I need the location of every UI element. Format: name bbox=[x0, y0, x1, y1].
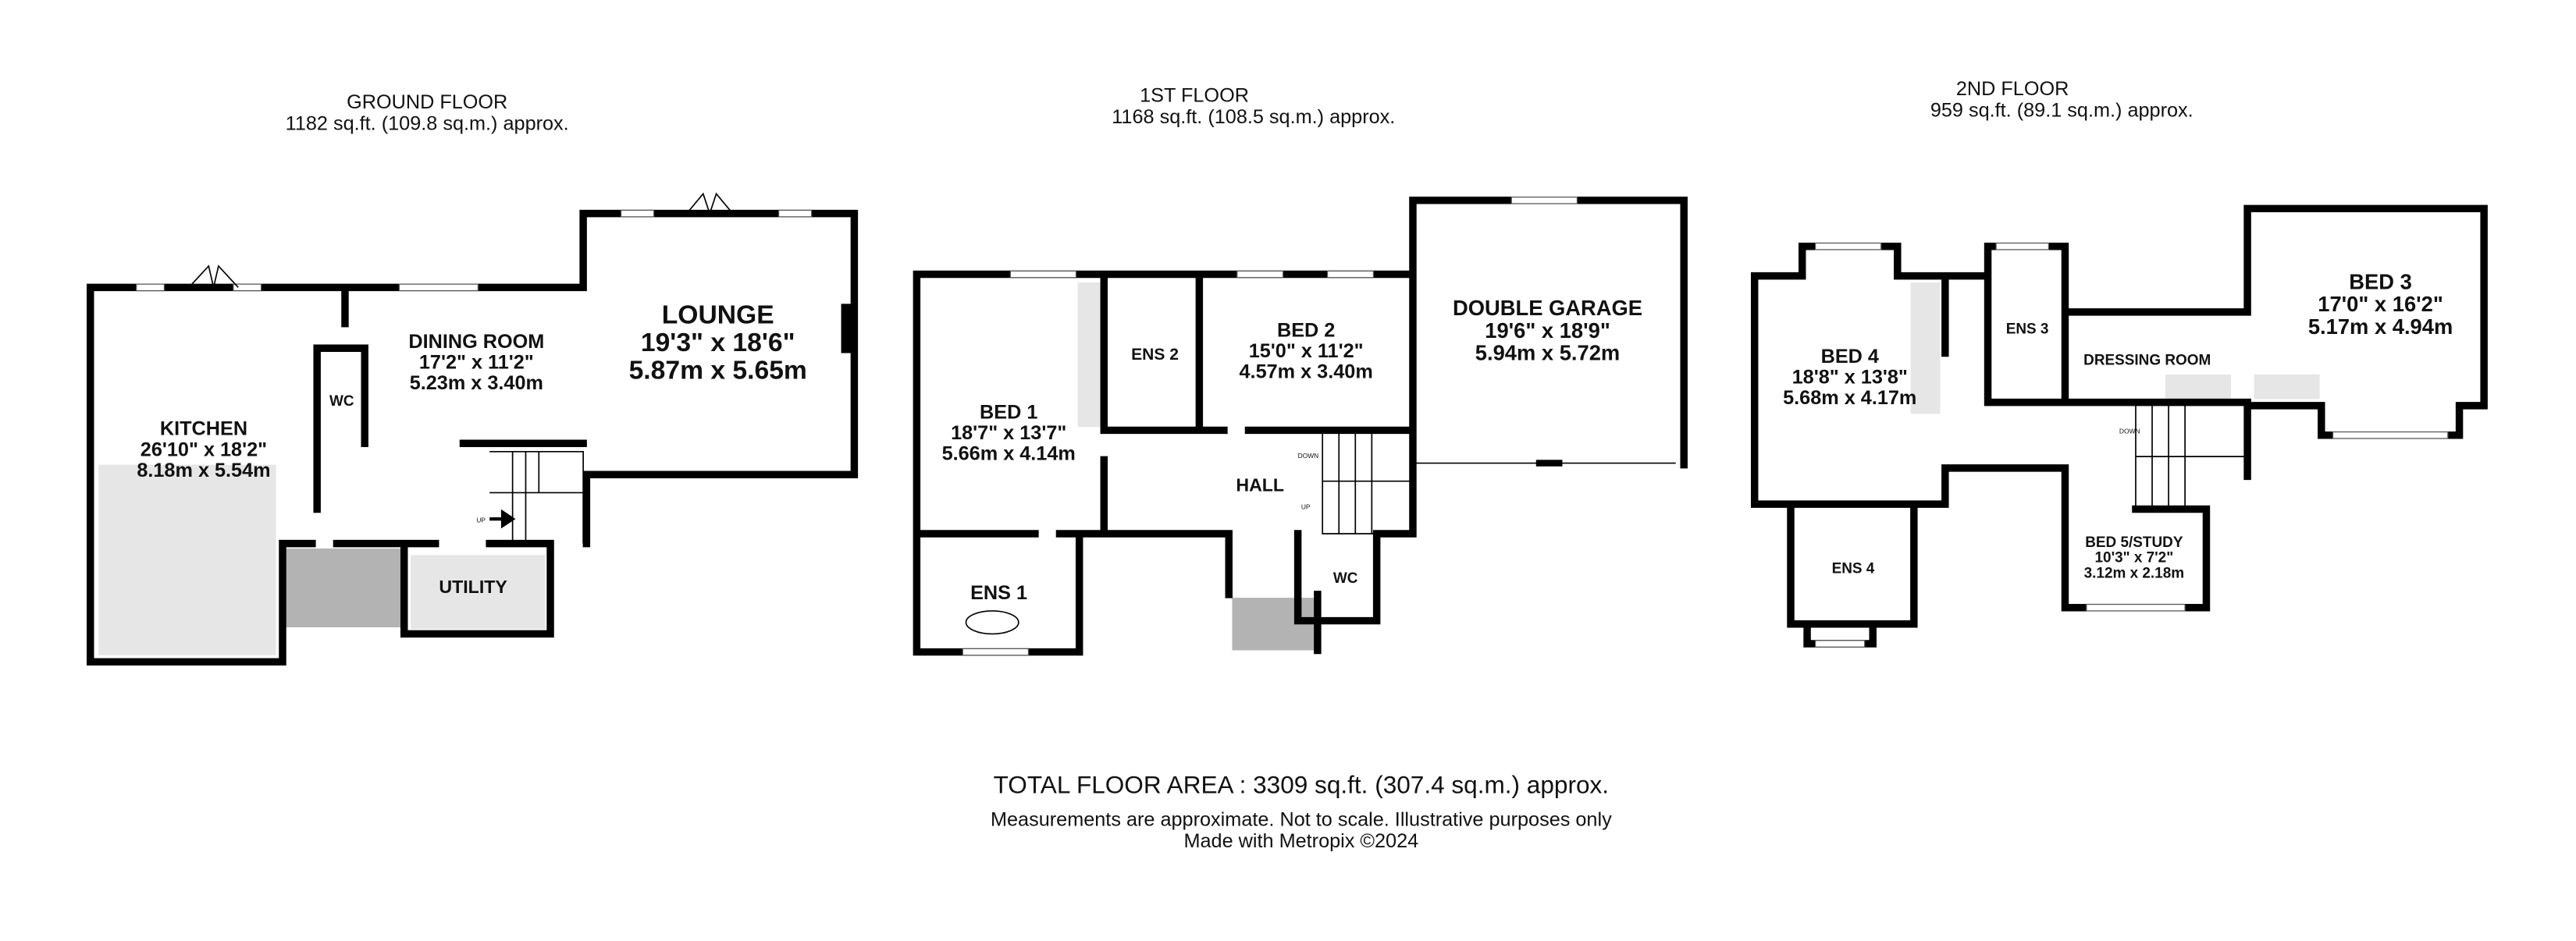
bath-icon bbox=[965, 610, 1019, 635]
total-floor-area: TOTAL FLOOR AREA : 3309 sq.ft. (307.4 sq… bbox=[994, 771, 1609, 799]
room-name: BED 5/STUDY bbox=[2085, 534, 2183, 551]
room-name: KITCHEN bbox=[160, 418, 247, 440]
window bbox=[2086, 603, 2186, 612]
arrow-right-icon bbox=[489, 509, 516, 529]
stairs-up-label: UP bbox=[476, 516, 486, 524]
window bbox=[777, 209, 813, 218]
room-metric: 4.57m x 3.40m bbox=[1240, 361, 1373, 383]
window bbox=[962, 648, 1030, 656]
room-name: ENS 4 bbox=[1832, 561, 1875, 577]
room-imperial: 15'0" x 11'2" bbox=[1249, 340, 1364, 362]
room-imperial: 19'3" x 18'6" bbox=[641, 328, 795, 357]
room-name: ENS 3 bbox=[2006, 321, 2049, 337]
utility-worktop bbox=[411, 555, 546, 630]
floor-area: 1182 sq.ft. (109.8 sq.m.) approx. bbox=[286, 112, 569, 134]
room-metric: 8.18m x 5.54m bbox=[137, 460, 270, 481]
window bbox=[398, 283, 479, 292]
window bbox=[136, 283, 165, 292]
room-imperial: 17'0" x 16'2" bbox=[2318, 292, 2443, 316]
footer: TOTAL FLOOR AREA : 3309 sq.ft. (307.4 sq… bbox=[991, 771, 1612, 852]
room-imperial: 17'2" x 11'2" bbox=[419, 352, 534, 374]
room-imperial: 18'8" x 13'8" bbox=[1792, 367, 1908, 389]
first-floor-plan: DOWN UP bbox=[913, 196, 1688, 656]
wardrobe bbox=[1077, 282, 1101, 428]
porch-area bbox=[286, 548, 404, 627]
room-name: BED 2 bbox=[1277, 319, 1335, 341]
room-metric: 5.87m x 5.65m bbox=[629, 356, 807, 385]
window bbox=[1814, 242, 1882, 250]
ground-floor-header: GROUND FLOOR 1182 sq.ft. (109.8 sq.m.) a… bbox=[286, 91, 569, 134]
floor-title: GROUND FLOOR bbox=[347, 91, 507, 113]
floor-area: 959 sq.ft. (89.1 sq.m.) approx. bbox=[1930, 99, 2194, 121]
window bbox=[2332, 431, 2449, 439]
window bbox=[1995, 242, 2050, 250]
room-metric: 5.23m x 3.40m bbox=[410, 372, 543, 394]
room-metric: 5.17m x 4.94m bbox=[2308, 314, 2453, 339]
second-floor-header: 2ND FLOOR 959 sq.ft. (89.1 sq.m.) approx… bbox=[1930, 78, 2194, 121]
room-name: DOUBLE GARAGE bbox=[1453, 296, 1642, 320]
eaves-storage bbox=[2254, 374, 2320, 399]
second-floor-plan: DOWN bbox=[1750, 204, 2488, 648]
stairs-down-label: DOWN bbox=[2119, 428, 2140, 435]
room-name: DRESSING ROOM bbox=[2083, 352, 2211, 368]
window bbox=[1009, 270, 1077, 279]
window bbox=[233, 283, 262, 292]
room-imperial: 19'6" x 18'9" bbox=[1485, 318, 1610, 343]
disclaimer: Measurements are approximate. Not to sca… bbox=[991, 809, 1612, 831]
kitchen-island bbox=[172, 476, 230, 559]
room-name: ENS 1 bbox=[970, 582, 1027, 604]
ground-floor-plan: UP bbox=[87, 192, 859, 666]
room-name: BED 3 bbox=[2349, 269, 2412, 293]
room-name: UTILITY bbox=[439, 577, 507, 597]
room-name: BED 1 bbox=[980, 402, 1037, 424]
window bbox=[1326, 270, 1375, 279]
room-name: BED 4 bbox=[1821, 346, 1879, 368]
room-metric: 5.68m x 4.17m bbox=[1783, 387, 1916, 409]
window bbox=[1814, 640, 1866, 648]
room-name: HALL bbox=[1236, 474, 1284, 495]
room-name: LOUNGE bbox=[662, 301, 774, 330]
stairs-down-label: DOWN bbox=[1298, 452, 1319, 460]
room-name: WC bbox=[1333, 570, 1358, 587]
window bbox=[620, 209, 655, 218]
window bbox=[1510, 196, 1578, 204]
room-name: ENS 2 bbox=[1131, 346, 1179, 364]
eaves-storage bbox=[1910, 282, 1941, 414]
floor-title: 2ND FLOOR bbox=[1956, 78, 2069, 100]
room-imperial: 26'10" x 18'2" bbox=[141, 439, 267, 460]
room-imperial: 18'7" x 13'7" bbox=[951, 422, 1066, 444]
floor-area: 1168 sq.ft. (108.5 sq.m.) approx. bbox=[1112, 106, 1395, 128]
credit: Made with Metropix ©2024 bbox=[1183, 830, 1418, 852]
room-metric: 5.66m x 4.14m bbox=[942, 443, 1076, 465]
floor-title: 1ST FLOOR bbox=[1140, 85, 1249, 107]
first-floor-header: 1ST FLOOR 1168 sq.ft. (108.5 sq.m.) appr… bbox=[1112, 85, 1395, 128]
room-name: DINING ROOM bbox=[408, 331, 544, 353]
stairs-up-label: UP bbox=[1301, 502, 1311, 510]
room-metric: 3.12m x 2.18m bbox=[2084, 566, 2184, 582]
room-imperial: 10'3" x 7'2" bbox=[2095, 550, 2174, 566]
eaves-storage bbox=[2165, 374, 2232, 399]
fireplace bbox=[841, 304, 852, 353]
window bbox=[1236, 270, 1284, 279]
room-name: WC bbox=[329, 393, 354, 410]
room-metric: 5.94m x 5.72m bbox=[1475, 341, 1620, 365]
